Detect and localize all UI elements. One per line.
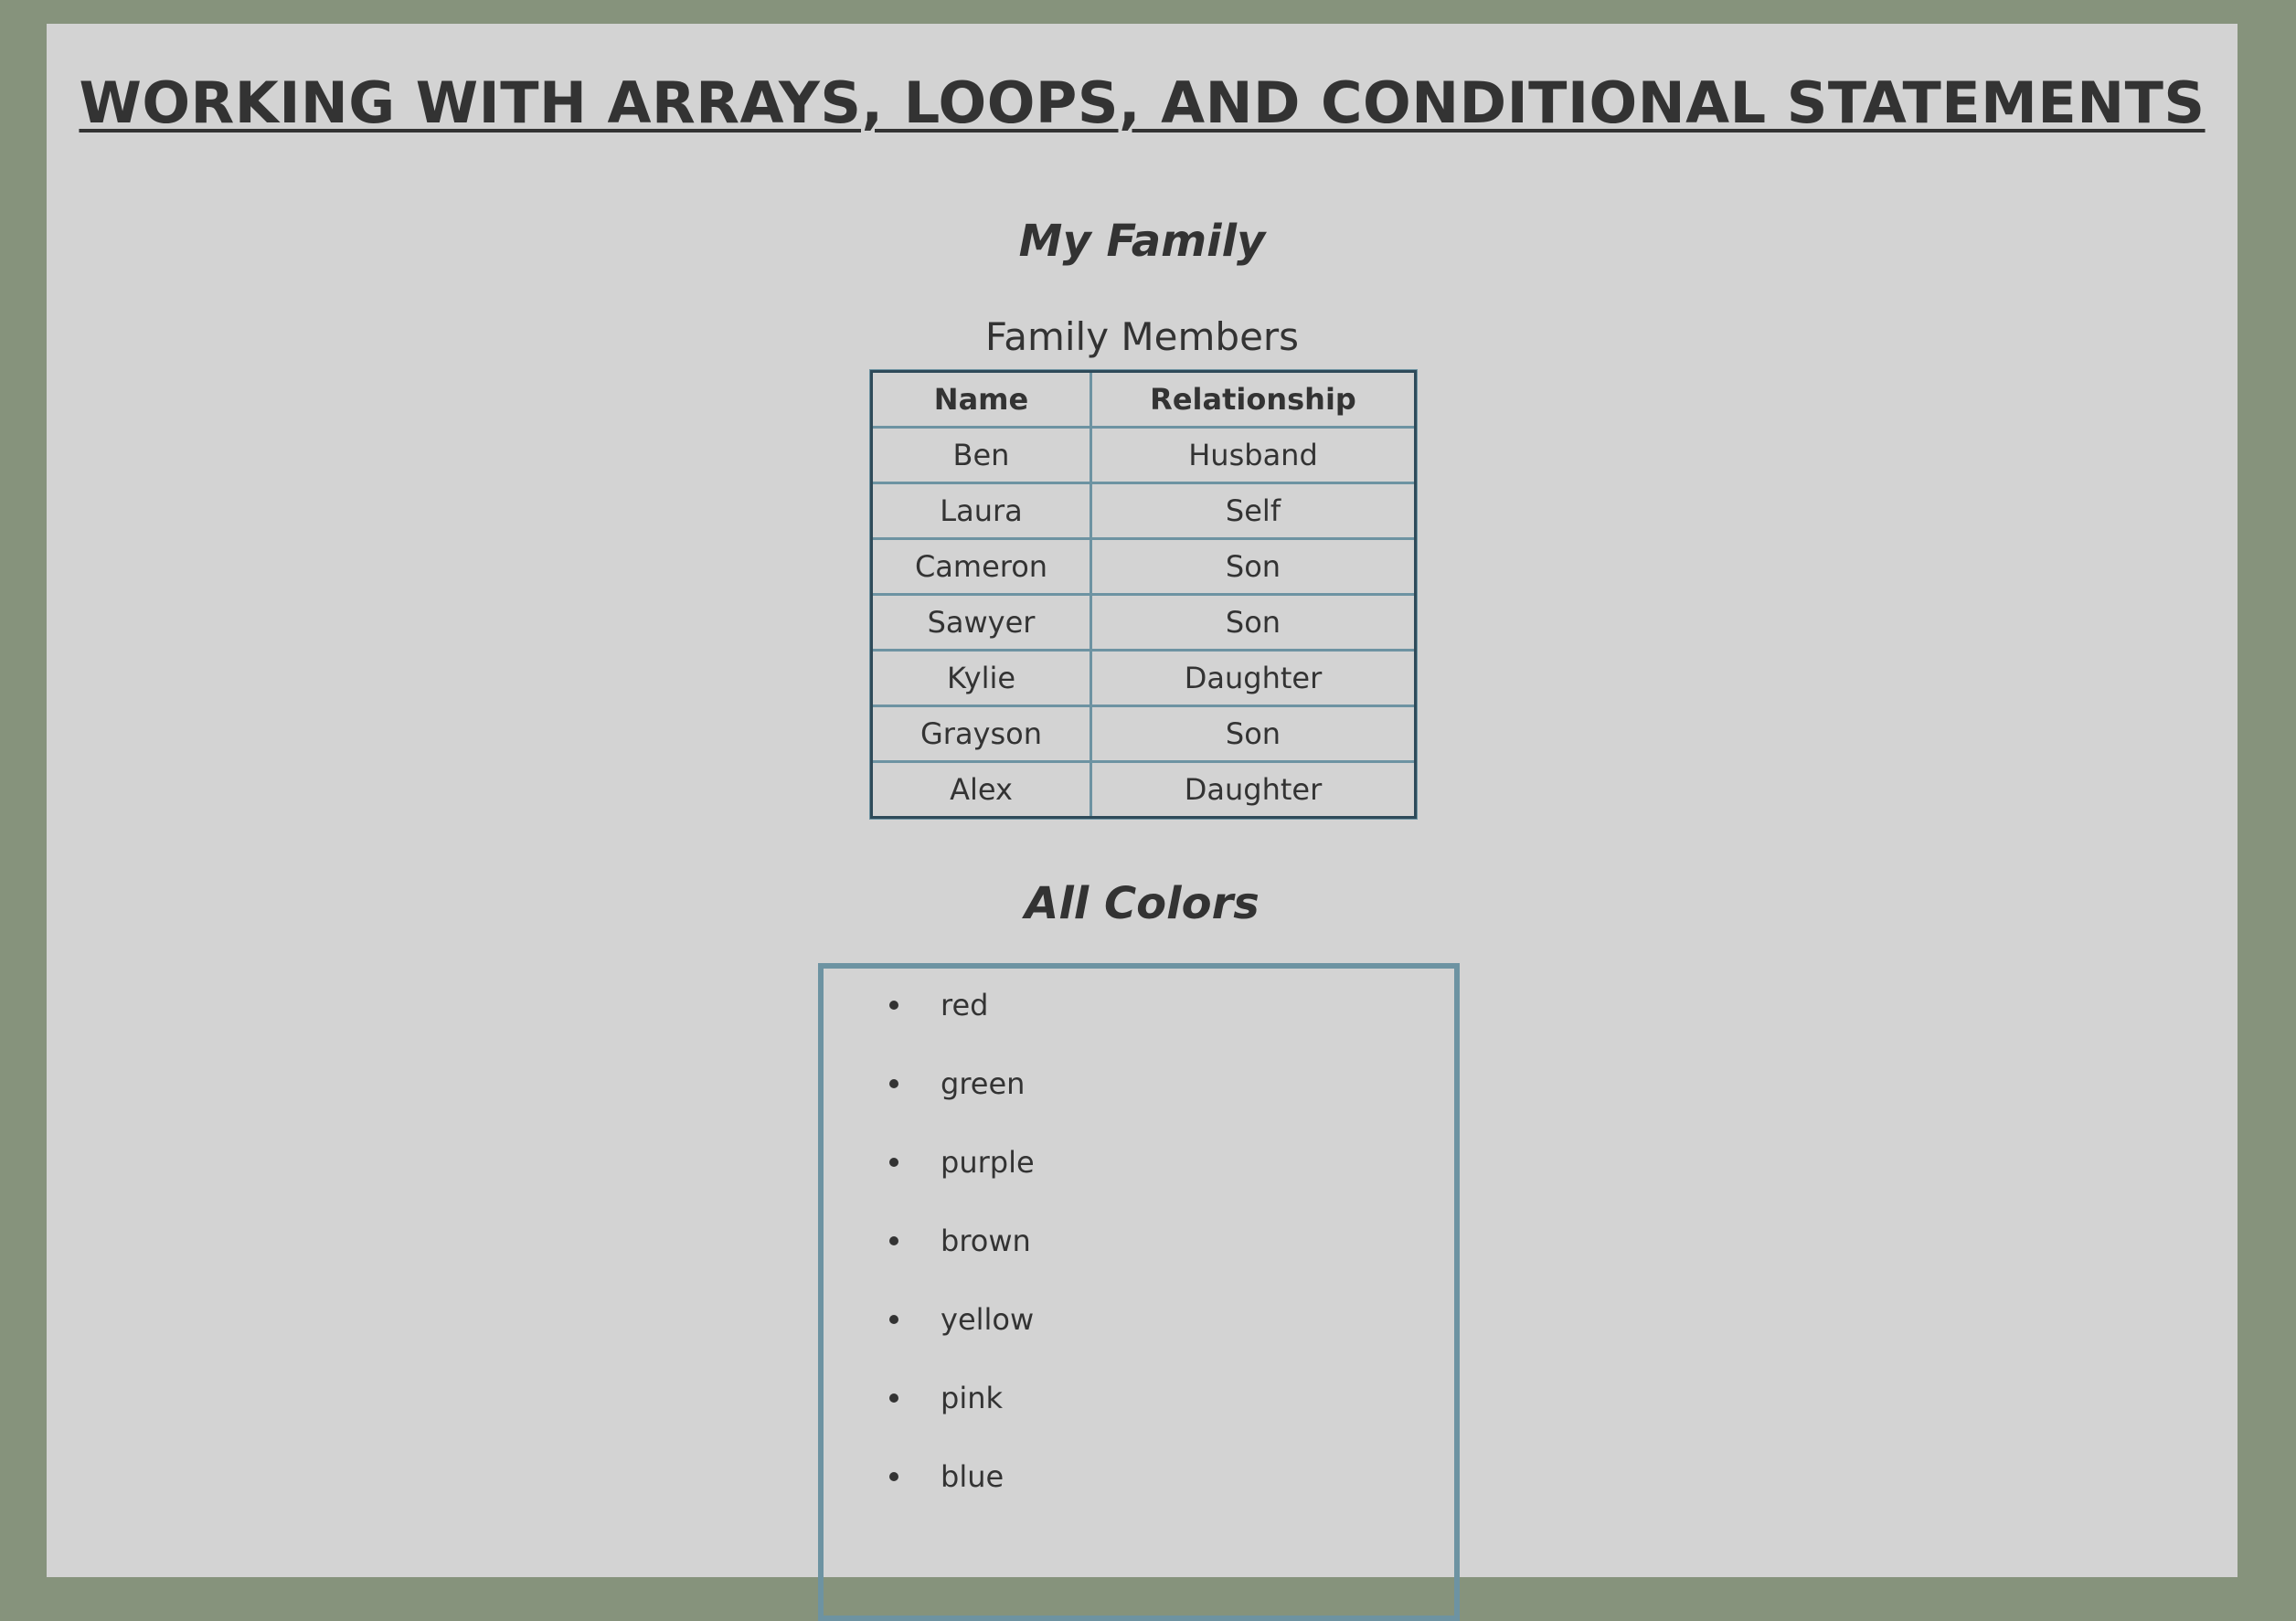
list-item: purple — [824, 1137, 1454, 1215]
color-label: green — [941, 1066, 1026, 1101]
bullet-icon — [889, 1158, 898, 1167]
cell-name: Alex — [869, 760, 1092, 820]
bullet-icon — [889, 1001, 898, 1010]
bullet-icon — [889, 1079, 898, 1088]
cell-relationship: Self — [1090, 482, 1418, 540]
list-item: green — [824, 1058, 1454, 1137]
list-item: pink — [824, 1372, 1454, 1451]
color-label: pink — [941, 1381, 1004, 1415]
bullet-icon — [889, 1315, 898, 1324]
table-row: Kylie Daughter — [869, 649, 1418, 707]
table-header-row: Name Relationship — [869, 369, 1418, 429]
table-row: Alex Daughter — [869, 760, 1418, 820]
colors-list-box: red green purple brown yellow pink blue — [818, 963, 1460, 1621]
colors-list: red green purple brown yellow pink blue — [824, 980, 1454, 1530]
table-row: Laura Self — [869, 482, 1418, 540]
family-heading: My Family — [1018, 216, 1266, 267]
cell-name: Ben — [869, 426, 1092, 484]
cell-relationship: Husband — [1090, 426, 1418, 484]
list-item: yellow — [824, 1294, 1454, 1372]
colors-heading: All Colors — [1025, 878, 1260, 929]
cell-relationship: Son — [1090, 593, 1418, 652]
table-row: Cameron Son — [869, 537, 1418, 596]
cell-relationship: Daughter — [1090, 760, 1418, 820]
page-container: WORKING WITH ARRAYS, LOOPS, AND CONDITIO… — [47, 24, 2238, 1621]
cell-relationship: Son — [1090, 705, 1418, 763]
cell-relationship: Son — [1090, 537, 1418, 596]
bullet-icon — [889, 1472, 898, 1481]
column-header-relationship: Relationship — [1090, 369, 1418, 429]
color-label: blue — [941, 1459, 1004, 1494]
list-item: brown — [824, 1215, 1454, 1294]
cell-name: Laura — [869, 482, 1092, 540]
table-row: Grayson Son — [869, 705, 1418, 763]
table-row: Ben Husband — [869, 426, 1418, 484]
family-table: Name Relationship Ben Husband Laura Self… — [869, 369, 1418, 820]
cell-name: Cameron — [869, 537, 1092, 596]
bullet-icon — [889, 1236, 898, 1245]
list-item: blue — [824, 1451, 1454, 1530]
table-row: Sawyer Son — [869, 593, 1418, 652]
cell-relationship: Daughter — [1090, 649, 1418, 707]
color-label: red — [941, 988, 989, 1022]
family-table-caption: Family Members — [984, 314, 1300, 359]
cell-name: Kylie — [869, 649, 1092, 707]
color-label: yellow — [941, 1302, 1035, 1337]
list-item: red — [824, 980, 1454, 1058]
color-label: purple — [941, 1145, 1035, 1180]
cell-name: Grayson — [869, 705, 1092, 763]
page-title: WORKING WITH ARRAYS, LOOPS, AND CONDITIO… — [79, 69, 2206, 136]
bullet-icon — [889, 1393, 898, 1403]
cell-name: Sawyer — [869, 593, 1092, 652]
column-header-name: Name — [869, 369, 1092, 429]
color-label: brown — [941, 1224, 1031, 1258]
